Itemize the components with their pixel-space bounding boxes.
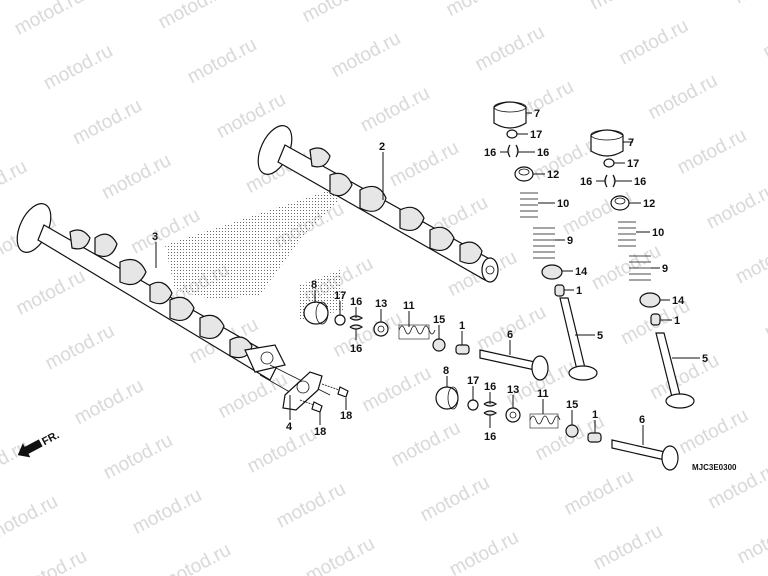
callout-16[interactable]: 16	[484, 431, 496, 443]
callout-1[interactable]: 1	[674, 315, 680, 327]
diagram-code: MJC3E0300	[692, 463, 737, 472]
callout-6[interactable]: 6	[639, 414, 645, 426]
camshaft-holder-plate[interactable]	[259, 364, 331, 411]
valve-spring[interactable]	[398, 324, 436, 340]
outer-spring[interactable]	[533, 227, 555, 259]
callout-18[interactable]: 18	[340, 410, 352, 422]
spring-seat[interactable]	[565, 424, 579, 438]
callout-1[interactable]: 1	[459, 320, 465, 332]
spring-seat[interactable]	[432, 338, 446, 352]
callout-7[interactable]: 7	[628, 137, 634, 149]
callout-1[interactable]: 1	[592, 409, 598, 421]
callout-14[interactable]: 14	[672, 295, 685, 307]
callout-6[interactable]: 6	[507, 329, 513, 341]
spring-retainer[interactable]	[514, 166, 534, 182]
callout-12[interactable]: 12	[643, 198, 655, 210]
callout-14[interactable]: 14	[575, 266, 588, 278]
shim[interactable]	[334, 314, 346, 326]
camshaft-lower[interactable]	[10, 199, 286, 381]
callout-16[interactable]: 16	[350, 343, 362, 355]
inner-spring[interactable]	[618, 221, 636, 247]
callout-17[interactable]: 17	[467, 375, 479, 387]
valve-lifter[interactable]	[590, 129, 624, 157]
stem-seal[interactable]	[650, 313, 661, 326]
callout-3[interactable]: 3	[152, 231, 158, 243]
callout-16[interactable]: 16	[484, 147, 496, 159]
callout-17[interactable]: 17	[530, 129, 542, 141]
callout-16[interactable]: 16	[634, 176, 646, 188]
stem-seal[interactable]	[554, 284, 565, 297]
callout-11[interactable]: 11	[403, 300, 415, 312]
callout-11[interactable]: 11	[537, 388, 549, 400]
spring-seat[interactable]	[639, 292, 661, 308]
callout-1[interactable]: 1	[576, 285, 582, 297]
callout-10[interactable]: 10	[652, 227, 664, 239]
camshaft-upper[interactable]	[251, 121, 499, 283]
outer-spring[interactable]	[629, 255, 651, 281]
shim[interactable]	[467, 399, 479, 411]
intake-valve[interactable]	[559, 297, 598, 381]
exhaust-valve[interactable]	[479, 349, 549, 381]
spring-retainer[interactable]	[505, 407, 521, 423]
spring-retainer[interactable]	[610, 195, 630, 211]
shim[interactable]	[506, 129, 518, 139]
callout-16[interactable]: 16	[350, 296, 362, 308]
spring-retainer[interactable]	[373, 321, 389, 337]
cotter[interactable]	[507, 144, 519, 158]
valve-lifter[interactable]	[435, 386, 459, 410]
intake-valve[interactable]	[655, 332, 695, 409]
valve-lifter[interactable]	[303, 301, 329, 325]
shim[interactable]	[603, 158, 615, 168]
callout-17[interactable]: 17	[627, 158, 639, 170]
exhaust-valve[interactable]	[611, 439, 679, 471]
callout-2[interactable]: 2	[379, 141, 385, 153]
valve-spring[interactable]	[529, 413, 561, 429]
callout-13[interactable]: 13	[507, 384, 519, 396]
callout-8[interactable]: 8	[443, 365, 449, 377]
callout-4[interactable]: 4	[286, 421, 293, 433]
callout-16[interactable]: 16	[537, 147, 549, 159]
callout-12[interactable]: 12	[547, 169, 559, 181]
leader-lines	[155, 112, 700, 445]
bolt[interactable]	[321, 383, 349, 398]
stem-seal[interactable]	[455, 344, 470, 355]
callout-9[interactable]: 9	[662, 263, 668, 275]
callout-18[interactable]: 18	[314, 426, 326, 438]
callout-15[interactable]: 15	[566, 399, 578, 411]
callout-15[interactable]: 15	[433, 314, 445, 326]
stem-seal[interactable]	[587, 432, 602, 443]
valve-lifter[interactable]	[493, 101, 527, 129]
callout-9[interactable]: 9	[567, 235, 573, 247]
callout-17[interactable]: 17	[334, 290, 346, 302]
callout-16[interactable]: 16	[484, 381, 496, 393]
callout-labels: 2 3 4 18 18 8 17 16 16 13 11 15 1 6 8 17…	[152, 108, 708, 443]
callout-13[interactable]: 13	[375, 298, 387, 310]
inner-spring[interactable]	[520, 192, 538, 218]
callout-8[interactable]: 8	[311, 279, 317, 291]
callout-10[interactable]: 10	[557, 198, 569, 210]
spring-seat[interactable]	[541, 264, 563, 280]
callout-5[interactable]: 5	[702, 353, 708, 365]
callout-7[interactable]: 7	[534, 108, 540, 120]
callout-16[interactable]: 16	[580, 176, 592, 188]
callout-5[interactable]: 5	[597, 330, 603, 342]
